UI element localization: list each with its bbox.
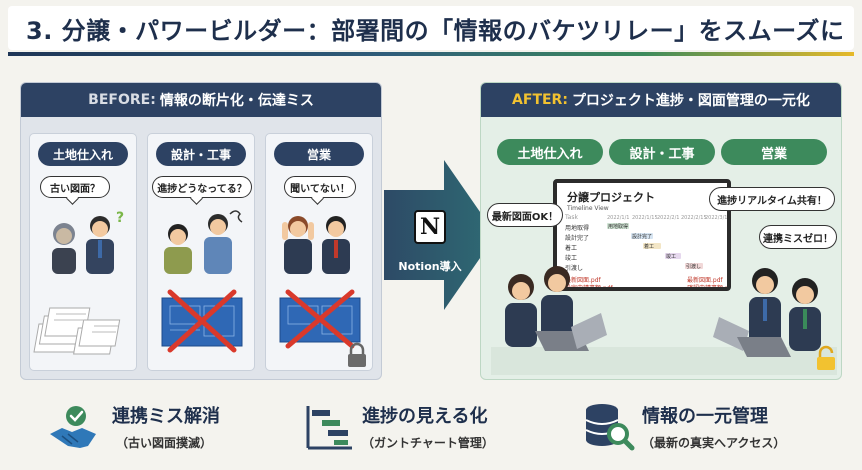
speech-bubble: 連携ミスゼロ！ [759,225,837,249]
gantt-bar-label: 設計完了 [632,234,653,240]
benefit-sub: （古い図面撲滅） [116,436,213,450]
screen-title: 分譲プロジェクト [567,191,655,204]
screen-file: 確認申請書類.pdf [687,285,731,291]
gantt-bar: 着工 [643,243,661,250]
gantt-bar-label: 竣工 [666,254,677,260]
speech-bubble: 進捗リアルタイム共有！ [709,187,835,211]
before-dept-sales: 営業 聞いてない！ [265,133,373,371]
benefit-sub: （最新の真実へアクセス） [642,436,786,450]
screen-file: 最新図面.pdf [565,277,601,284]
screen-date: 2022/2/15 [681,215,707,221]
dept-pill: 設計・工事 [156,142,246,166]
transition-arrow: N Notion導入 [384,160,496,310]
blueprint-crossed-illustration [279,289,361,349]
arrow-label: Notion導入 [398,260,462,273]
screen-date: 2022/3/1 [705,215,728,221]
speech-bubble: 進捗どうなってる？ [152,176,252,198]
screen-date: 2022/2/1 [657,215,680,221]
screen-view-label: Timeline View [567,205,609,212]
dept-pill: 土地仕入れ [38,142,128,166]
before-panel: BEFORE: 情報の断片化・伝達ミス 土地仕入れ 古い図面？ ? [20,82,382,380]
dept-pill: 営業 [274,142,364,166]
title-stripe [8,52,854,56]
benefit-collaboration: 連携ミス解消 （古い図面撲滅） [40,398,280,458]
speech-bubble: 古い図面？ [40,176,110,198]
gantt-bar: 設計完了 [631,233,653,240]
after-heading: プロジェクト進捗・図面管理の一元化 [571,93,810,109]
screen-file: 設定申請書類.pdf [565,285,613,291]
after-dept-pill: 土地仕入れ [497,139,603,165]
timeline-monitor: 分譲プロジェクト Timeline View Task 2022/1/1 202… [553,179,731,291]
benefit-title: 連携ミス解消 [112,406,220,427]
collaborating-team-illustration [491,266,837,375]
after-prefix: AFTER: [512,92,568,108]
benefit-sub: （ガントチャート管理） [362,436,494,450]
handshake-icon [50,406,96,448]
screen-task-header: Task [565,214,578,221]
gantt-bar: 竣工 [665,253,681,260]
screen-task-row: 用地取得 [565,225,590,232]
before-heading: 情報の断片化・伝達ミス [159,93,314,109]
database-search-icon [585,404,635,451]
screen-task-row: 設計完了 [565,235,590,242]
before-dept-land: 土地仕入れ 古い図面？ ? [29,133,137,371]
speech-bubble: 最新図面OK！ [487,203,563,227]
benefit-title: 進捗の見える化 [362,406,488,427]
gantt-chart-icon [306,406,352,450]
gantt-bar-label: 着工 [644,244,655,250]
page-title: 3. 分譲・パワービルダー：部署間の「情報のバケツリレー」をスムーズに [26,16,845,45]
screen-date: 2022/1/15 [632,215,658,221]
lock-icon [348,342,366,367]
screen-date: 2022/1/1 [607,215,630,221]
before-header: BEFORE: 情報の断片化・伝達ミス [21,83,381,117]
after-panel: AFTER: プロジェクト進捗・図面管理の一元化 土地仕入れ 設計・工事 営業 … [480,82,842,380]
benefit-visibility: 進捗の見える化 （ガントチャート管理） [300,398,560,458]
svg-text:?: ? [116,210,124,226]
speech-bubble: 聞いてない！ [284,176,356,198]
gantt-bar: 引渡し [685,263,703,270]
notion-logo-icon: N [414,210,446,244]
screen-task-row: 竣工 [565,255,578,262]
benefit-title: 情報の一元管理 [642,406,768,427]
screen-task-row: 引渡し [565,265,584,272]
frustrated-staff-illustration [282,216,350,274]
before-prefix: BEFORE: [88,92,156,108]
gantt-bar: 用地取得 [607,223,629,230]
title-bar: 3. 分譲・パワービルダー：部署間の「情報のバケツリレー」をスムーズに [8,6,854,50]
paper-stack-illustration [33,307,121,355]
screen-task-row: 着工 [565,245,578,252]
after-dept-pill: 設計・工事 [609,139,715,165]
blueprint-crossed-illustration [161,289,243,353]
worried-workers-illustration [164,210,243,274]
confused-people-illustration: ? [52,210,124,274]
unlock-icon [817,345,835,370]
screen-file: 最新図面.pdf [687,277,723,284]
after-header: AFTER: プロジェクト進捗・図面管理の一元化 [481,83,841,117]
benefit-centralization: 情報の一元管理 （最新の真実へアクセス） [580,398,850,458]
gantt-bar-label: 引渡し [686,264,702,270]
before-dept-design: 設計・工事 進捗どうなってる？ [147,133,255,371]
gantt-bar-label: 用地取得 [608,224,629,230]
after-dept-pill: 営業 [721,139,827,165]
